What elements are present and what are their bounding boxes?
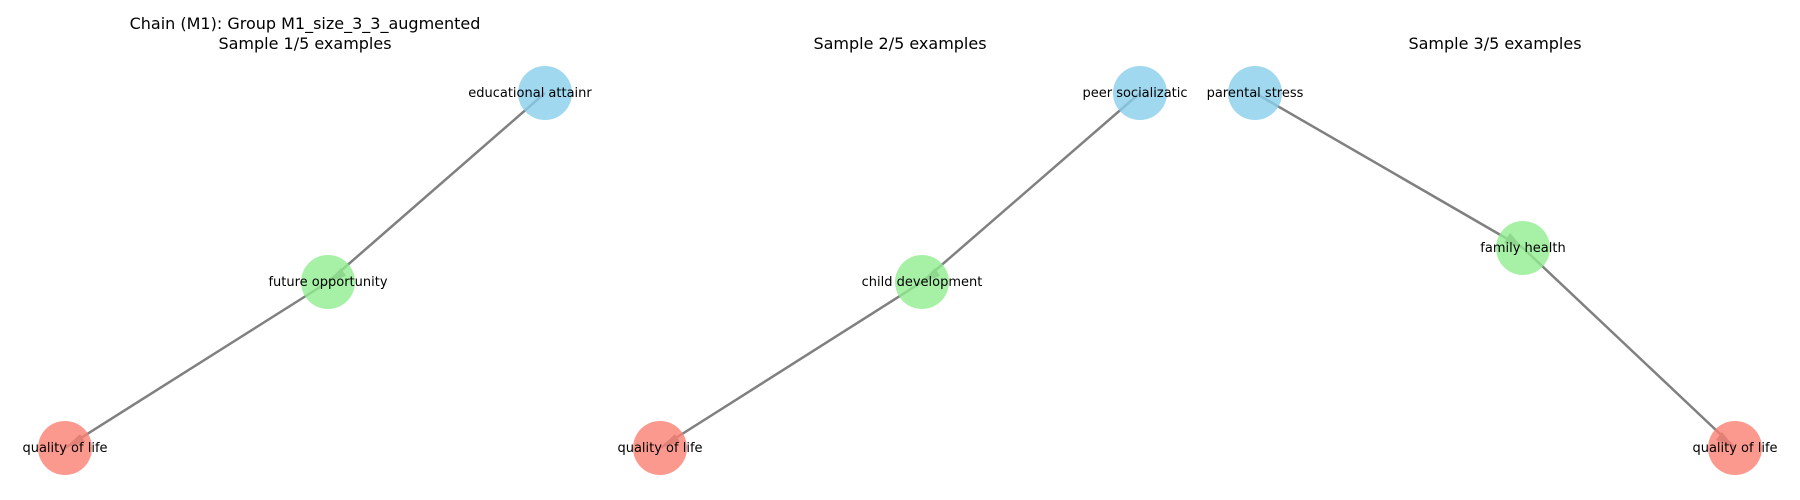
edge-mediator-to-outcome — [64, 280, 329, 450]
node-mediator-label: future opportunity — [268, 275, 387, 290]
node-cause — [1113, 66, 1167, 120]
node-mediator — [301, 255, 355, 309]
node-outcome — [1708, 421, 1762, 475]
edge-mediator-to-outcome — [659, 280, 923, 450]
panel-2-title: Sample 2/5 examples — [813, 34, 986, 53]
panel-2: Sample 2/5 examples peer socializatic ch… — [617, 34, 1188, 475]
panel-3-title: Sample 3/5 examples — [1408, 34, 1581, 53]
node-cause-label: peer socializatic — [1082, 86, 1187, 101]
node-outcome — [38, 421, 92, 475]
node-mediator-label: family health — [1480, 241, 1565, 256]
panel-1-title: Sample 1/5 examples — [218, 34, 391, 53]
edge-cause-to-mediator — [327, 92, 546, 283]
node-outcome-label: quality of life — [1692, 441, 1777, 456]
node-cause-label: educational attainr — [468, 86, 592, 101]
node-cause — [518, 66, 572, 120]
panel-1: Sample 1/5 examples educational attainr … — [22, 34, 592, 475]
figure-title: Chain (M1): Group M1_size_3_3_augmented — [130, 14, 481, 34]
node-outcome-label: quality of life — [617, 441, 702, 456]
node-cause — [1228, 66, 1282, 120]
panel-3: Sample 3/5 examples parental stress fami… — [1207, 34, 1778, 475]
edge-cause-to-mediator — [1254, 91, 1524, 250]
edge-mediator-to-outcome — [1522, 247, 1736, 449]
node-outcome — [633, 421, 687, 475]
node-outcome-label: quality of life — [22, 441, 107, 456]
node-cause-label: parental stress — [1207, 86, 1304, 101]
node-mediator — [1496, 221, 1550, 275]
node-mediator — [895, 255, 949, 309]
edge-cause-to-mediator — [921, 92, 1141, 283]
node-mediator-label: child development — [862, 275, 983, 290]
